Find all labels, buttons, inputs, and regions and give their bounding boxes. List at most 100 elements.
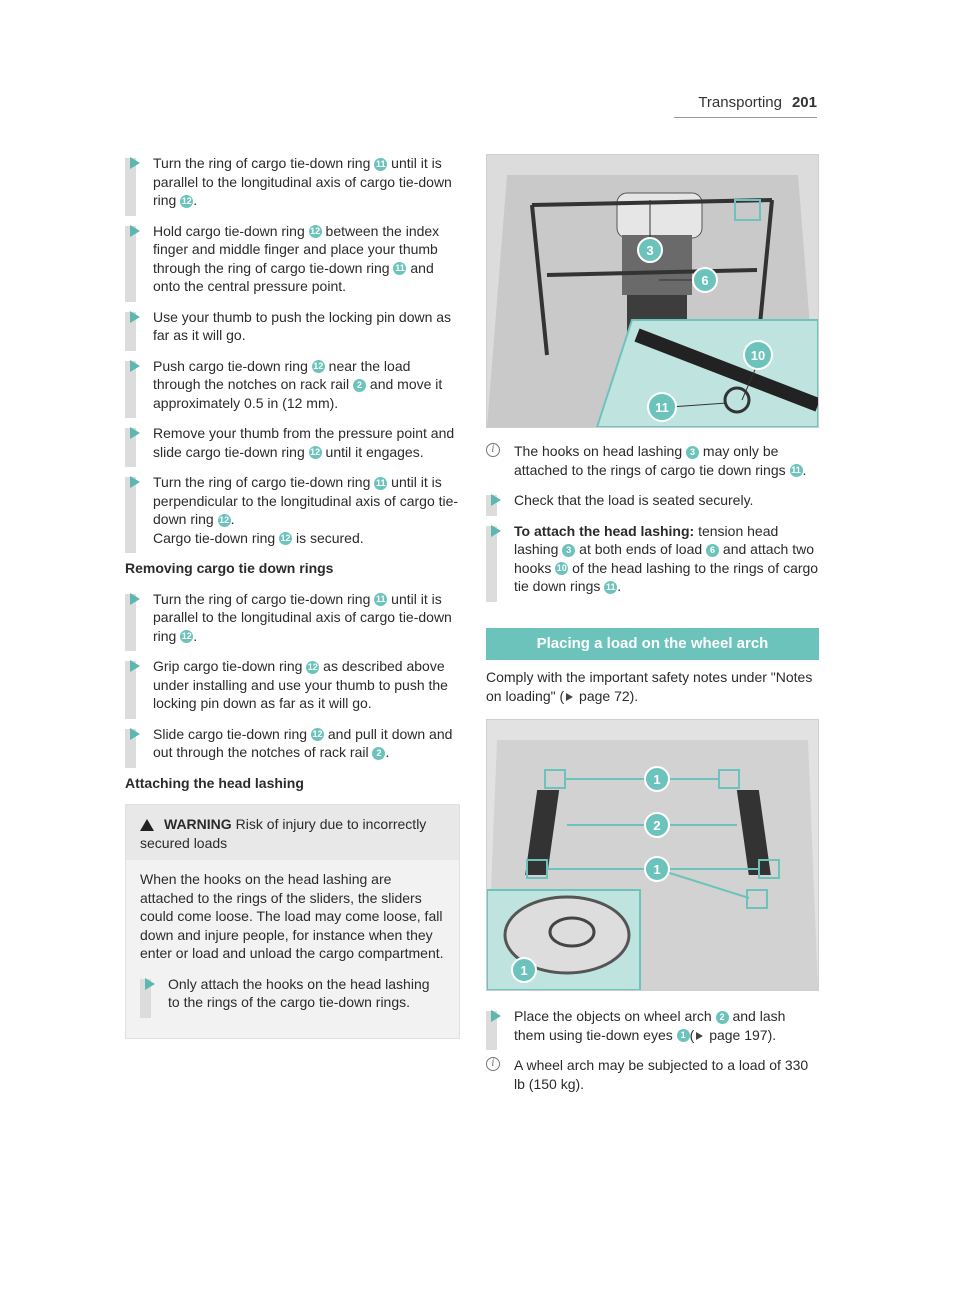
step: Push cargo tie-down ring 12 near the loa… [125,357,460,418]
step-text: The hooks on head lashing [514,443,687,459]
note-hooks: i The hooks on head lashing 3 may only b… [486,442,819,479]
warning-step: Only attach the hooks on the head lashin… [140,975,445,1018]
step-text: . [385,744,390,760]
step-text: . [193,627,198,644]
step-text: and lash them using tie-down eyes [514,1008,786,1043]
step: Turn the ring of cargo tie-down ring 11 … [125,590,460,651]
step-attach-text: To attach the head lashing: tension head… [514,522,819,596]
callout-badge: 12 [217,513,231,527]
step-text: at both ends of load [575,541,707,557]
step-paragraph: Turn the ring of cargo tie-down ring 11 … [153,154,460,210]
page-ref-arrow-icon [566,692,574,701]
callout-badge: 12 [279,532,293,546]
step-paragraph: Remove your thumb from the pressure poin… [153,424,460,461]
remove-steps: Turn the ring of cargo tie-down ring 11 … [125,590,460,768]
step-text: Grip cargo tie-down ring [153,658,307,674]
step-text: and onto the central pressure point. [153,259,434,295]
running-header: Transporting 201 [698,94,817,113]
step-arrow-icon [130,660,140,672]
step-paragraph: Grip cargo tie-down ring 12 as described… [153,657,460,713]
warning-label: WARNING [164,816,232,832]
step: Grip cargo tie-down ring 12 as described… [125,657,460,718]
step-text: as described above under installing and … [153,658,448,711]
step-text: and pull it down and out through the not… [153,725,453,761]
step-text: Turn the ring of cargo tie-down ring [153,590,375,607]
callout-badge: 11 [393,262,407,276]
step-arrow-icon [145,977,155,990]
callout-badge: 11 [374,593,388,607]
step-text: and move it approximately 0.5 in (12 mm)… [153,376,443,411]
fig1-label-10: 10 [751,348,765,363]
fig2-label-1a: 1 [653,772,660,787]
callout-badge: 2 [715,1010,729,1024]
callout-badge: 12 [306,660,320,674]
step-text: of the head lashing to the rings of carg… [514,559,819,595]
head-lashing-illustration: 3 6 10 11 [487,155,818,427]
warning-step-text: Only attach the hooks on the head lashin… [168,975,430,1011]
step-text: is secured. [292,529,364,546]
step-place-text: Place the objects on wheel arch 2 and la… [514,1008,786,1043]
warning-triangle-icon [140,819,154,832]
step-arrow-icon [130,427,140,439]
note-wheel-arch: i A wheel arch may be subjected to a loa… [486,1056,819,1093]
warning-title-text: Risk of injury due to incorrectly secure… [140,816,427,851]
step-attach: To attach the head lashing: tension head… [486,522,819,602]
step-arrow-icon [491,494,501,506]
page-ref-link[interactable]: page 197 [705,1026,768,1043]
step-place: Place the objects on wheel arch 2 and la… [486,1007,819,1050]
step-text: Use your thumb to push the locking pin d… [153,308,452,344]
step-paragraph-extra: Cargo tie-down ring 12 is secured. [153,529,460,548]
page-number: 201 [791,94,817,111]
fig1-label-3: 3 [646,243,653,258]
step: Turn the ring of cargo tie-down ring 11 … [125,154,460,215]
step-text: until it is parallel to the longitudinal… [153,155,452,208]
step: Slide cargo tie-down ring 12 and pull it… [125,725,460,768]
step-paragraph: Turn the ring of cargo tie-down ring 11 … [153,473,460,529]
step-attach-lead: To attach the head lashing: [514,522,695,539]
step-arrow-icon [130,476,140,488]
install-steps: Turn the ring of cargo tie-down ring 11 … [125,154,460,553]
fig2-label-1c: 1 [520,963,527,978]
step-paragraph: Slide cargo tie-down ring 12 and pull it… [153,725,460,762]
callout-badge: 2 [372,746,386,760]
step-text: until it is perpendicular to the longitu… [153,474,459,527]
step-text: Push cargo tie-down ring [153,357,312,374]
step-text: between the index finger and middle fing… [153,222,440,276]
step-text: . [230,511,235,527]
section-name: Transporting [698,94,782,111]
step-paragraph: Use your thumb to push the locking pin d… [153,308,460,345]
step-text: Slide cargo tie-down ring [153,725,311,742]
step-text: near the load through the notches on rac… [153,357,411,393]
section-heading: Placing a load on the wheel arch [486,627,819,660]
step-text: Hold cargo tie-down ring [153,222,309,239]
heading-attaching: Attaching the head lashing [125,774,304,791]
step-text: tension head lashing [514,522,779,558]
step-text: . [802,461,807,478]
step-text: . [193,192,198,208]
callout-badge: 3 [686,445,700,459]
info-icon: i [486,1057,500,1071]
step-text: Turn the ring of cargo tie-down ring [153,474,375,490]
page-ref-link[interactable]: page 72 [575,687,630,704]
callout-badge: 11 [789,464,803,478]
step-text: and attach two hooks [514,541,814,576]
callout-badge: 12 [308,446,322,460]
step-check-text: Check that the load is seated securely. [514,492,754,508]
step-arrow-icon [130,310,140,323]
step-text: until it is parallel to the longitudinal… [153,590,452,644]
right-column: 3 6 10 11 i The hooks on head lashing 3 … [486,154,819,1105]
callout-badge: 12 [180,630,194,644]
step-arrow-icon [130,157,140,169]
warning-body: When the hooks on the head lashing are a… [126,860,459,1038]
callout-badge: 12 [180,194,194,208]
fig1-label-11: 11 [655,400,669,415]
callout-badge: 12 [308,225,322,239]
step-check: Check that the load is seated securely. [486,491,819,515]
fig2-label-1b: 1 [653,862,660,877]
callout-badge: 2 [353,378,367,392]
step: Remove your thumb from the pressure poin… [125,424,460,467]
header-rule [674,117,817,118]
step-arrow-icon [130,359,140,372]
step-arrow-icon [130,224,140,237]
